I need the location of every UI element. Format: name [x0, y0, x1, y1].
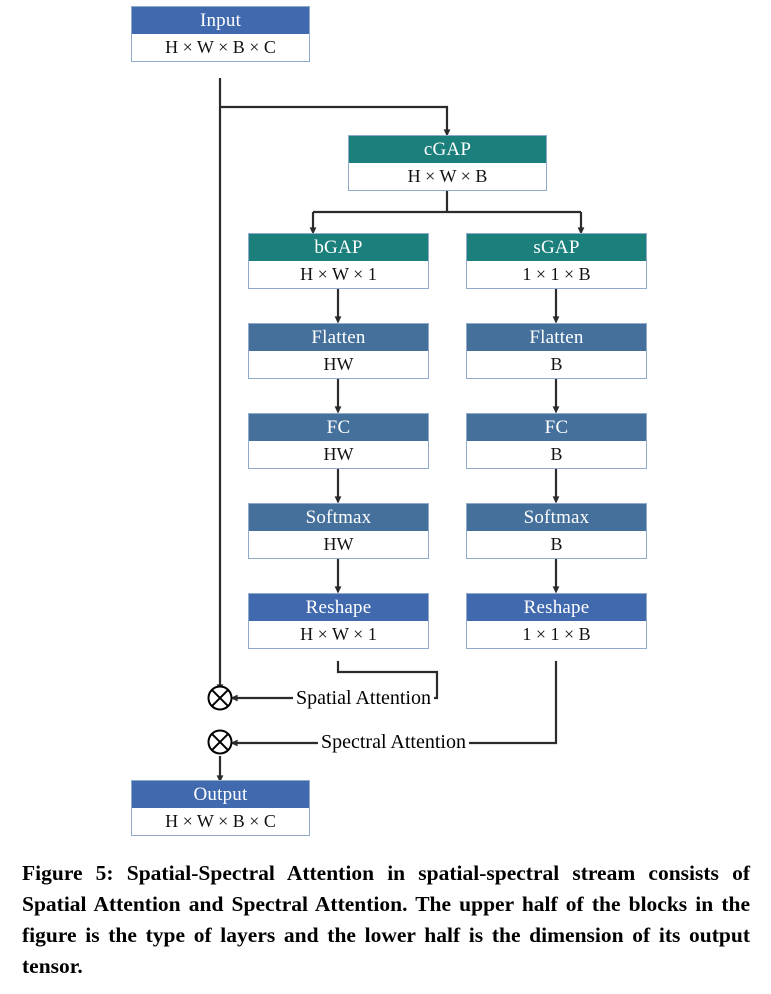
block-reshape-spatial-layer: Reshape [249, 594, 428, 621]
block-input: Input H × W × B × C [131, 6, 310, 62]
block-fc-spatial-layer: FC [249, 414, 428, 441]
block-bgap-dims: H × W × 1 [249, 261, 428, 288]
block-reshape-spectral-layer: Reshape [467, 594, 646, 621]
block-input-layer: Input [132, 7, 309, 34]
block-softmax-spectral-dims: B [467, 531, 646, 558]
block-output: Output H × W × B × C [131, 780, 310, 836]
edge-label-spectral-attention: Spectral Attention [318, 732, 469, 752]
block-fc-spatial: FC HW [248, 413, 429, 469]
figure-caption: Figure 5: Spatial-Spectral Attention in … [22, 861, 750, 978]
block-softmax-spatial: Softmax HW [248, 503, 429, 559]
block-fc-spectral: FC B [466, 413, 647, 469]
block-fc-spectral-layer: FC [467, 414, 646, 441]
block-sgap-dims: 1 × 1 × B [467, 261, 646, 288]
block-flatten-spectral-layer: Flatten [467, 324, 646, 351]
block-input-dims: H × W × B × C [132, 34, 309, 61]
spectral-attention-multiply [207, 729, 233, 755]
block-cgap: cGAP H × W × B [348, 135, 547, 191]
block-bgap: bGAP H × W × 1 [248, 233, 429, 289]
block-sgap: sGAP 1 × 1 × B [466, 233, 647, 289]
spatial-attention-multiply [207, 685, 233, 711]
block-sgap-layer: sGAP [467, 234, 646, 261]
block-flatten-spatial-layer: Flatten [249, 324, 428, 351]
block-reshape-spectral-dims: 1 × 1 × B [467, 621, 646, 648]
block-softmax-spectral: Softmax B [466, 503, 647, 559]
edge-label-spatial-attention: Spatial Attention [293, 688, 434, 708]
block-fc-spatial-dims: HW [249, 441, 428, 468]
block-reshape-spectral: Reshape 1 × 1 × B [466, 593, 647, 649]
block-softmax-spectral-layer: Softmax [467, 504, 646, 531]
block-output-dims: H × W × B × C [132, 808, 309, 835]
block-flatten-spatial: Flatten HW [248, 323, 429, 379]
block-reshape-spatial-dims: H × W × 1 [249, 621, 428, 648]
block-softmax-spatial-layer: Softmax [249, 504, 428, 531]
block-flatten-spectral-dims: B [467, 351, 646, 378]
block-cgap-layer: cGAP [349, 136, 546, 163]
block-reshape-spatial: Reshape H × W × 1 [248, 593, 429, 649]
block-fc-spectral-dims: B [467, 441, 646, 468]
block-flatten-spectral: Flatten B [466, 323, 647, 379]
block-bgap-layer: bGAP [249, 234, 428, 261]
block-output-layer: Output [132, 781, 309, 808]
block-softmax-spatial-dims: HW [249, 531, 428, 558]
block-flatten-spatial-dims: HW [249, 351, 428, 378]
block-cgap-dims: H × W × B [349, 163, 546, 190]
figure-diagram: Input H × W × B × C cGAP H × W × B bGAP … [131, 6, 647, 836]
